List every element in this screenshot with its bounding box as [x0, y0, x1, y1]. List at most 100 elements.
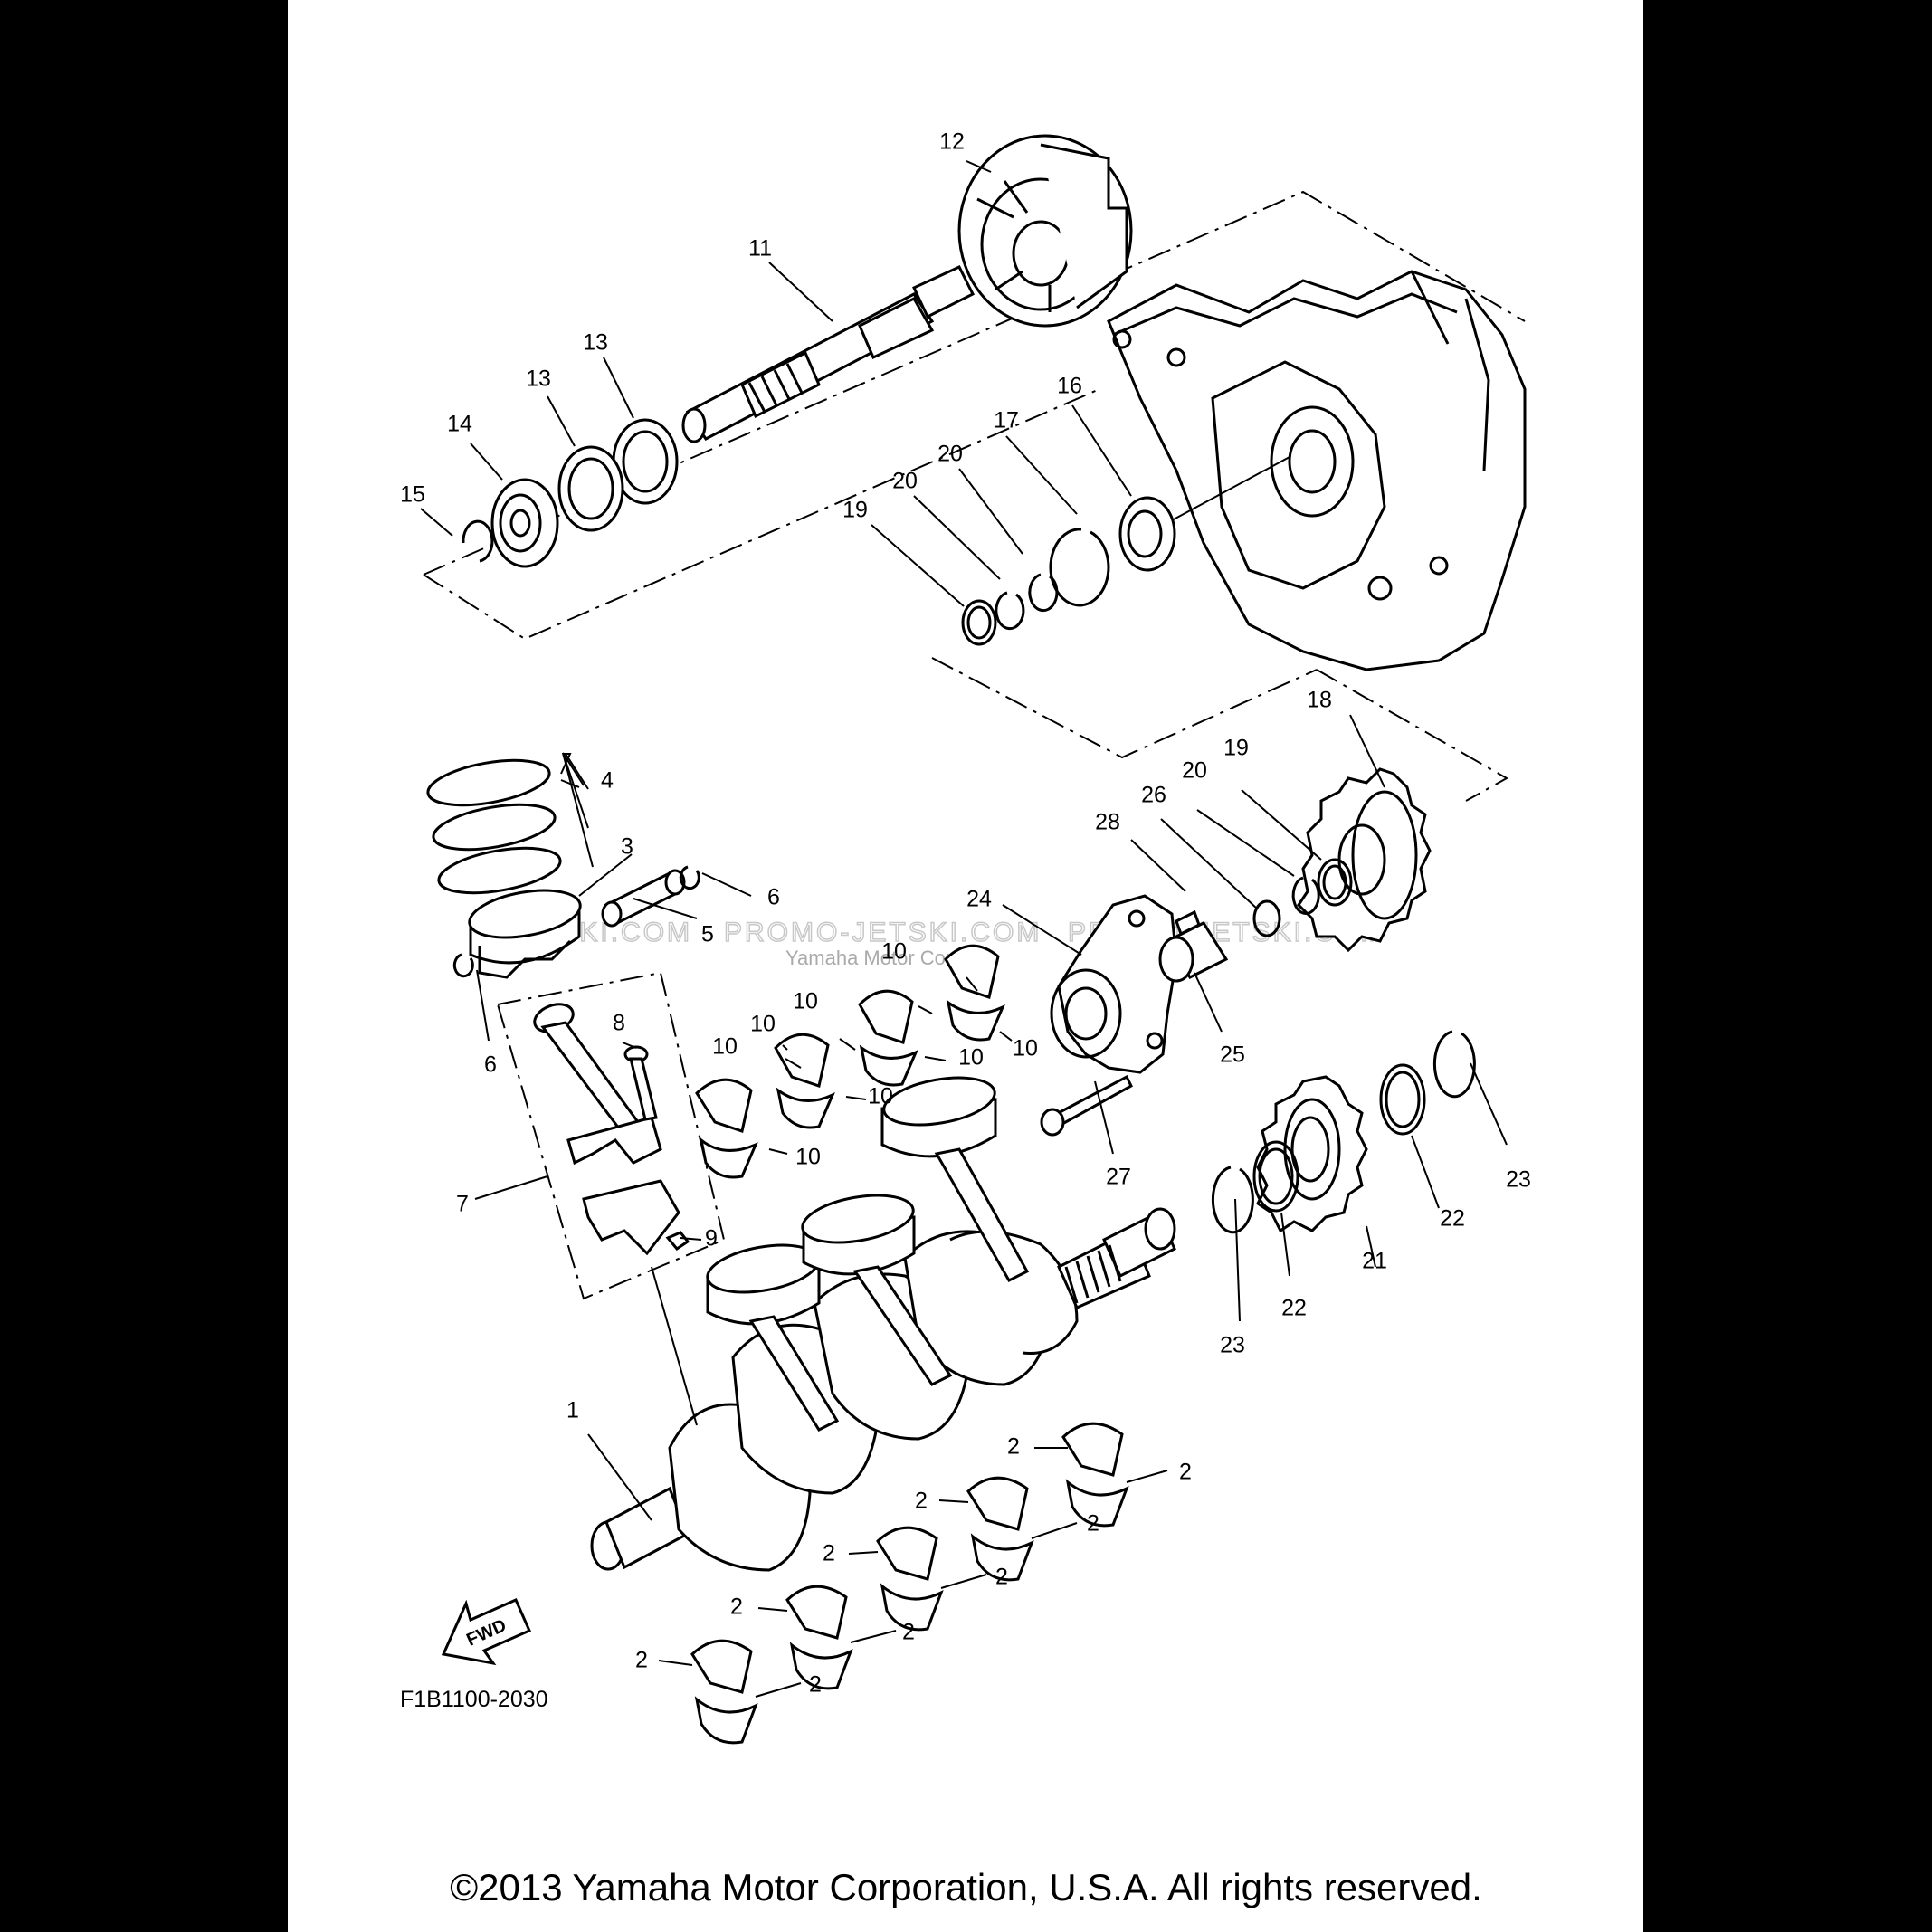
- crankcase: [1107, 270, 1527, 671]
- part-13-oil-seal-b: [557, 445, 624, 532]
- callout-14: 14: [447, 412, 472, 437]
- callout-13-upper: 13: [583, 330, 608, 356]
- callout-27: 27: [1106, 1165, 1131, 1190]
- part-16-bearing: [1118, 456, 1290, 572]
- part-23-circlip-b: [1211, 1166, 1254, 1234]
- callout-28: 28: [1095, 810, 1120, 835]
- callout-23-right: 23: [1506, 1167, 1531, 1193]
- callout-2-b: 2: [1179, 1460, 1192, 1485]
- part-27-bolt: [1040, 1074, 1133, 1137]
- part-12-coupling: [957, 134, 1133, 328]
- fwd-arrow-icon: FWD: [441, 1598, 531, 1666]
- part-19-washer: [961, 599, 997, 646]
- callout-5: 5: [701, 922, 714, 947]
- callout-18: 18: [1307, 688, 1332, 713]
- copyright-notice: ©2013 Yamaha Motor Corporation, U.S.A. A…: [450, 1866, 1482, 1908]
- callout-7: 7: [456, 1192, 469, 1217]
- callout-19-lower: 19: [1223, 736, 1249, 761]
- callout-25: 25: [1220, 1042, 1245, 1068]
- part-6-clip-b: [452, 953, 474, 978]
- exploded-parts-diagram: JETSKI.COM PROMO-JETSKI.COM Yamaha Motor…: [400, 129, 1531, 1745]
- callout-labels: 12 11 13 13 14 15 16 17 20 20 19 18 19 2…: [400, 129, 1531, 1698]
- part-14-bearing: [490, 478, 559, 568]
- callout-2-c: 2: [915, 1489, 928, 1514]
- part-18-gear: [1297, 767, 1432, 953]
- callout-19-upper: 19: [842, 498, 868, 523]
- callout-11: 11: [748, 236, 772, 262]
- callout-2-a: 2: [1007, 1434, 1020, 1460]
- callout-20-upper-b: 20: [892, 469, 918, 494]
- callout-16: 16: [1057, 374, 1082, 399]
- part-11-drive-shaft: [681, 265, 976, 443]
- part-10-bearings: [695, 944, 1005, 1179]
- watermark-center-overlay: Yamaha Motor Corp: [785, 947, 963, 969]
- crank-piston-center: [801, 1194, 953, 1386]
- watermark: JETSKI.COM PROMO-JETSKI.COM Yamaha Motor…: [501, 917, 1384, 969]
- leader-lines: [420, 160, 1508, 1698]
- part-22-washer-b: [1252, 1140, 1299, 1213]
- part-19-washer-b: [1317, 858, 1353, 907]
- callout-10-e: 10: [793, 989, 818, 1014]
- crank-piston-right: [880, 1076, 1030, 1282]
- callout-20-lower: 20: [1182, 758, 1207, 784]
- part-25-needle-bearing: [1158, 921, 1229, 983]
- part-26-collar: [1252, 899, 1281, 937]
- callout-22-left: 22: [1281, 1296, 1307, 1321]
- callout-3: 3: [621, 834, 633, 860]
- part-20-circlip-a: [1028, 573, 1059, 613]
- callout-4: 4: [601, 768, 614, 794]
- part-21-gear: [1256, 1075, 1368, 1233]
- part-1-crankshaft: [590, 1207, 1176, 1572]
- callout-6-lower: 6: [484, 1052, 497, 1078]
- callout-2-h: 2: [902, 1620, 915, 1645]
- part-20-circlip-c: [1291, 876, 1320, 915]
- callout-21: 21: [1362, 1249, 1387, 1274]
- callout-10-h: 10: [881, 939, 907, 965]
- callout-17: 17: [994, 408, 1019, 433]
- callout-20-upper-a: 20: [937, 442, 963, 467]
- callout-23-left: 23: [1220, 1333, 1245, 1358]
- part-8-conrod-bolt: [623, 1045, 658, 1121]
- gear-group-box: [931, 657, 1509, 802]
- diagram-sheet: JETSKI.COM PROMO-JETSKI.COM Yamaha Motor…: [288, 0, 1643, 1932]
- part-20-circlip-b: [995, 591, 1025, 631]
- part-17-circlip: [1049, 528, 1110, 607]
- crank-piston-left: [706, 1243, 840, 1432]
- callout-12: 12: [939, 129, 965, 155]
- part-7-rod-cap: [582, 1179, 680, 1256]
- part-2-main-bearings: [690, 1422, 1129, 1745]
- callout-6-upper: 6: [767, 885, 780, 910]
- diagram-code: F1B1100-2030: [400, 1687, 548, 1712]
- part-3-piston: [468, 889, 582, 979]
- callout-2-i: 2: [635, 1648, 648, 1673]
- callout-10-d: 10: [868, 1084, 893, 1109]
- callout-10-c: 10: [795, 1145, 821, 1170]
- callout-1: 1: [566, 1398, 579, 1423]
- driveshaft-group-box: [423, 190, 1526, 641]
- callout-9: 9: [705, 1226, 718, 1252]
- part-22-washer-a: [1379, 1063, 1426, 1136]
- part-4-piston-rings: [426, 758, 562, 895]
- callout-13-lower: 13: [526, 366, 551, 392]
- callout-2-d: 2: [1087, 1511, 1099, 1537]
- callout-10-f: 10: [958, 1045, 984, 1071]
- callout-8: 8: [613, 1011, 625, 1036]
- watermark-center: PROMO-JETSKI.COM: [724, 918, 1042, 947]
- callout-2-f: 2: [995, 1565, 1008, 1590]
- callout-10-a: 10: [712, 1034, 738, 1060]
- callout-10-g: 10: [1013, 1036, 1038, 1061]
- callout-24: 24: [966, 887, 992, 912]
- callout-2-e: 2: [823, 1541, 835, 1566]
- part-23-circlip-a: [1432, 1030, 1476, 1099]
- callout-2-j: 2: [809, 1672, 822, 1698]
- part-24-bearing-housing: [1050, 894, 1178, 1074]
- callout-2-g: 2: [730, 1594, 743, 1620]
- callout-26: 26: [1141, 783, 1166, 808]
- part-15-circlip: [462, 519, 494, 563]
- callout-15: 15: [400, 482, 425, 508]
- part-6-clip-a: [679, 865, 700, 890]
- part-9-nut: [665, 1231, 690, 1251]
- part-7-connecting-rod: [533, 1003, 662, 1166]
- callout-22-right: 22: [1440, 1206, 1465, 1232]
- callout-10-b: 10: [750, 1012, 776, 1037]
